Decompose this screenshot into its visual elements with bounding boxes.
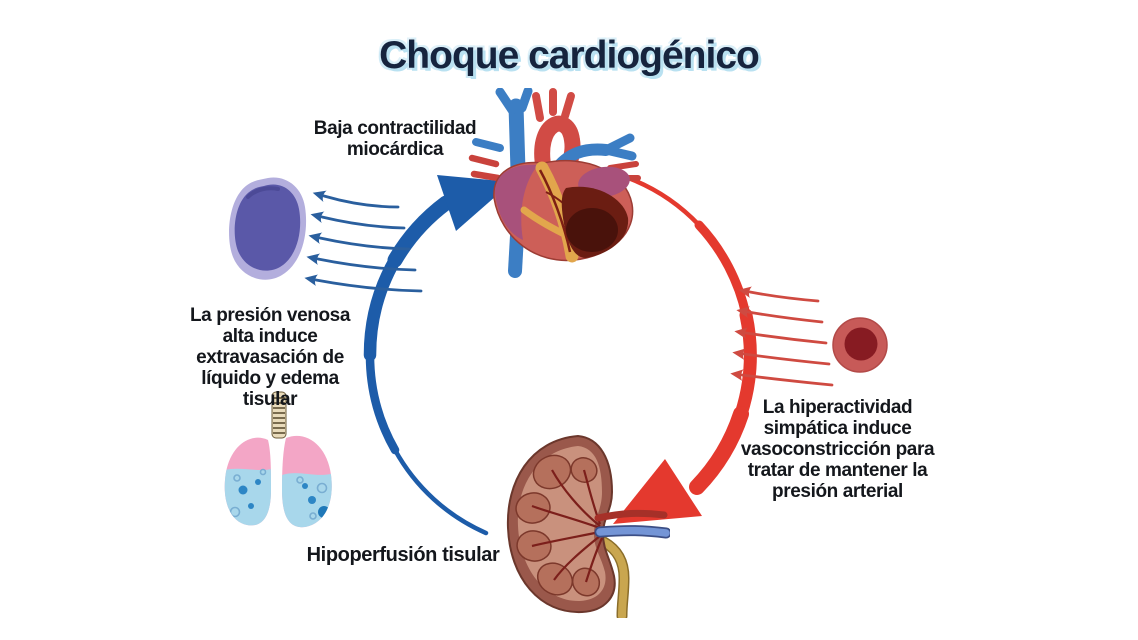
left-atrium — [494, 164, 538, 240]
renal-artery — [594, 509, 668, 522]
red-feedback-arrow — [613, 176, 757, 524]
vessel-illustration — [832, 317, 888, 373]
lungs-illustration — [224, 391, 332, 528]
kidney-illustration — [506, 434, 670, 618]
heart-illustration — [468, 88, 641, 278]
vessel-lumen — [844, 327, 878, 361]
left-lung-fluid — [224, 468, 272, 526]
small-blue-arrows — [304, 190, 423, 293]
label-low-contractility: Baja contractilidad miocárdica — [313, 118, 477, 160]
red-arrowhead — [613, 459, 702, 524]
label-tissue-hypoperfusion: Hipoperfusión tisular — [306, 544, 500, 566]
superior-vena-cava — [508, 98, 526, 178]
renal-vein — [596, 526, 670, 537]
blue-feedback-arrow — [363, 175, 512, 536]
tissue-body — [234, 184, 301, 271]
label-venous-pressure: La presión venosa alta induce extravasac… — [189, 305, 351, 410]
blue-arrowhead — [437, 175, 512, 231]
tissue-illustration — [229, 177, 307, 280]
right-lung-fluid — [282, 472, 332, 528]
label-sympathetic-hyperactivity: La hiperactividad simpática induce vasoc… — [740, 397, 935, 502]
ureter — [600, 538, 629, 618]
small-red-arrows — [730, 286, 834, 387]
renal-vessels — [531, 469, 604, 583]
page-title: Choque cardiogénico — [379, 34, 760, 77]
